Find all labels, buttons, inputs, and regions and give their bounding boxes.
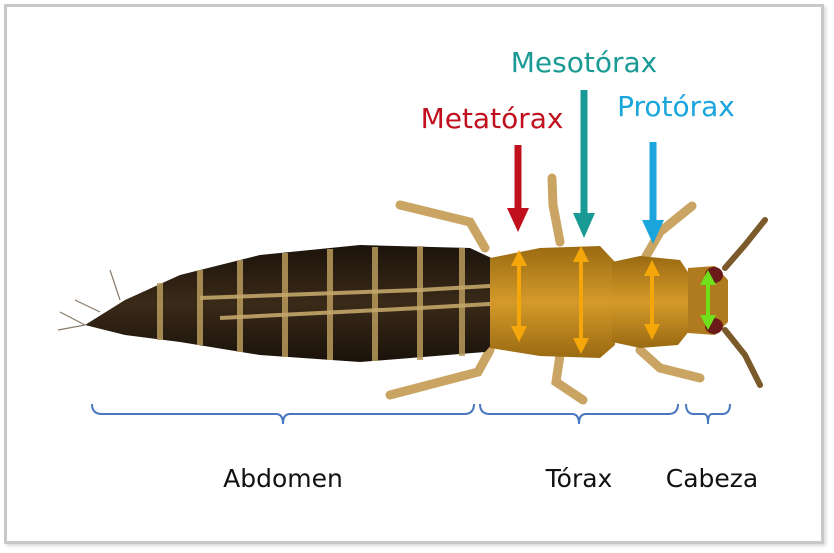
antennae bbox=[725, 220, 765, 385]
torax-label: Tórax bbox=[545, 464, 613, 493]
thorax-shape bbox=[490, 246, 615, 358]
metatorax-label: Metatórax bbox=[421, 102, 564, 135]
metatorax-arrow bbox=[507, 145, 529, 232]
abdomen-shape bbox=[85, 245, 505, 362]
cabeza-label: Cabeza bbox=[666, 464, 758, 493]
thrips-insect-image bbox=[58, 178, 765, 400]
cabeza-bracket bbox=[686, 404, 730, 424]
mesotorax-arrow bbox=[573, 90, 595, 238]
torax-bracket bbox=[480, 404, 678, 424]
abdomen-bracket bbox=[92, 404, 474, 424]
abdomen-label: Abdomen bbox=[223, 464, 343, 493]
mesotorax-label: Mesotórax bbox=[511, 46, 657, 79]
protorax-label: Protórax bbox=[617, 90, 735, 123]
